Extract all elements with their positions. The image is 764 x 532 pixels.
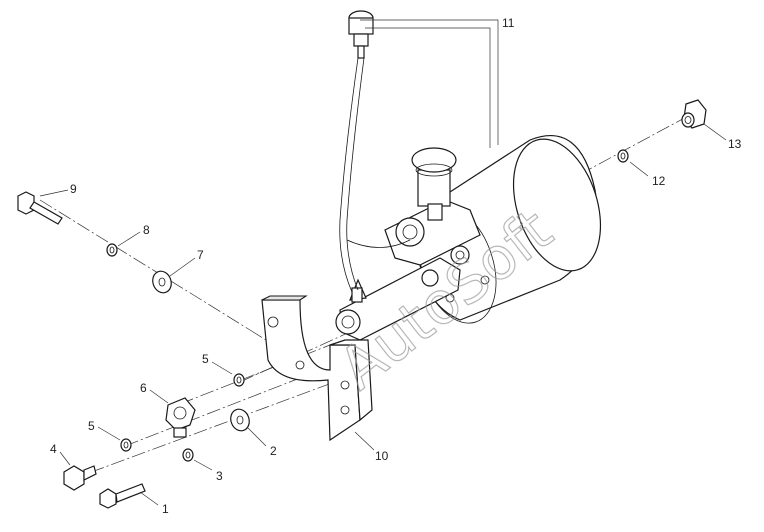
callout-numbers: 1 2 3 4 5 5 6 7 8 9 10 11 12 13 [50,16,742,516]
callout-4: 4 [50,442,57,456]
callout-8: 8 [143,223,150,237]
o-ring-5-lower [120,438,132,452]
push-button-cable [339,10,411,293]
bolt-long [17,191,63,225]
flat-washer-7 [152,270,172,294]
plug-13 [681,99,707,129]
o-ring-5-upper [233,373,245,387]
callout-7: 7 [197,248,204,262]
callout-9: 9 [70,182,77,196]
callout-10: 10 [375,449,389,463]
washer-12 [617,149,629,163]
callout-3: 3 [216,469,223,483]
callout-12: 12 [652,174,666,188]
elbow-fitting [165,397,196,438]
callout-5-lower: 5 [88,419,95,433]
callout-11: 11 [502,16,515,30]
flat-washer-2 [230,408,250,432]
callout-1: 1 [162,502,169,516]
callout-2: 2 [270,444,277,458]
spring-washer-3 [182,448,194,462]
callout-6: 6 [140,381,147,395]
callout-13: 13 [728,137,742,151]
bolt-short [63,465,97,491]
leader-lines [39,19,727,506]
mounting-bracket [261,295,373,442]
spring-washer-8 [106,243,118,257]
callout-5-upper: 5 [202,352,209,366]
reservoir-cap [411,147,457,221]
bolt-1 [99,483,146,509]
